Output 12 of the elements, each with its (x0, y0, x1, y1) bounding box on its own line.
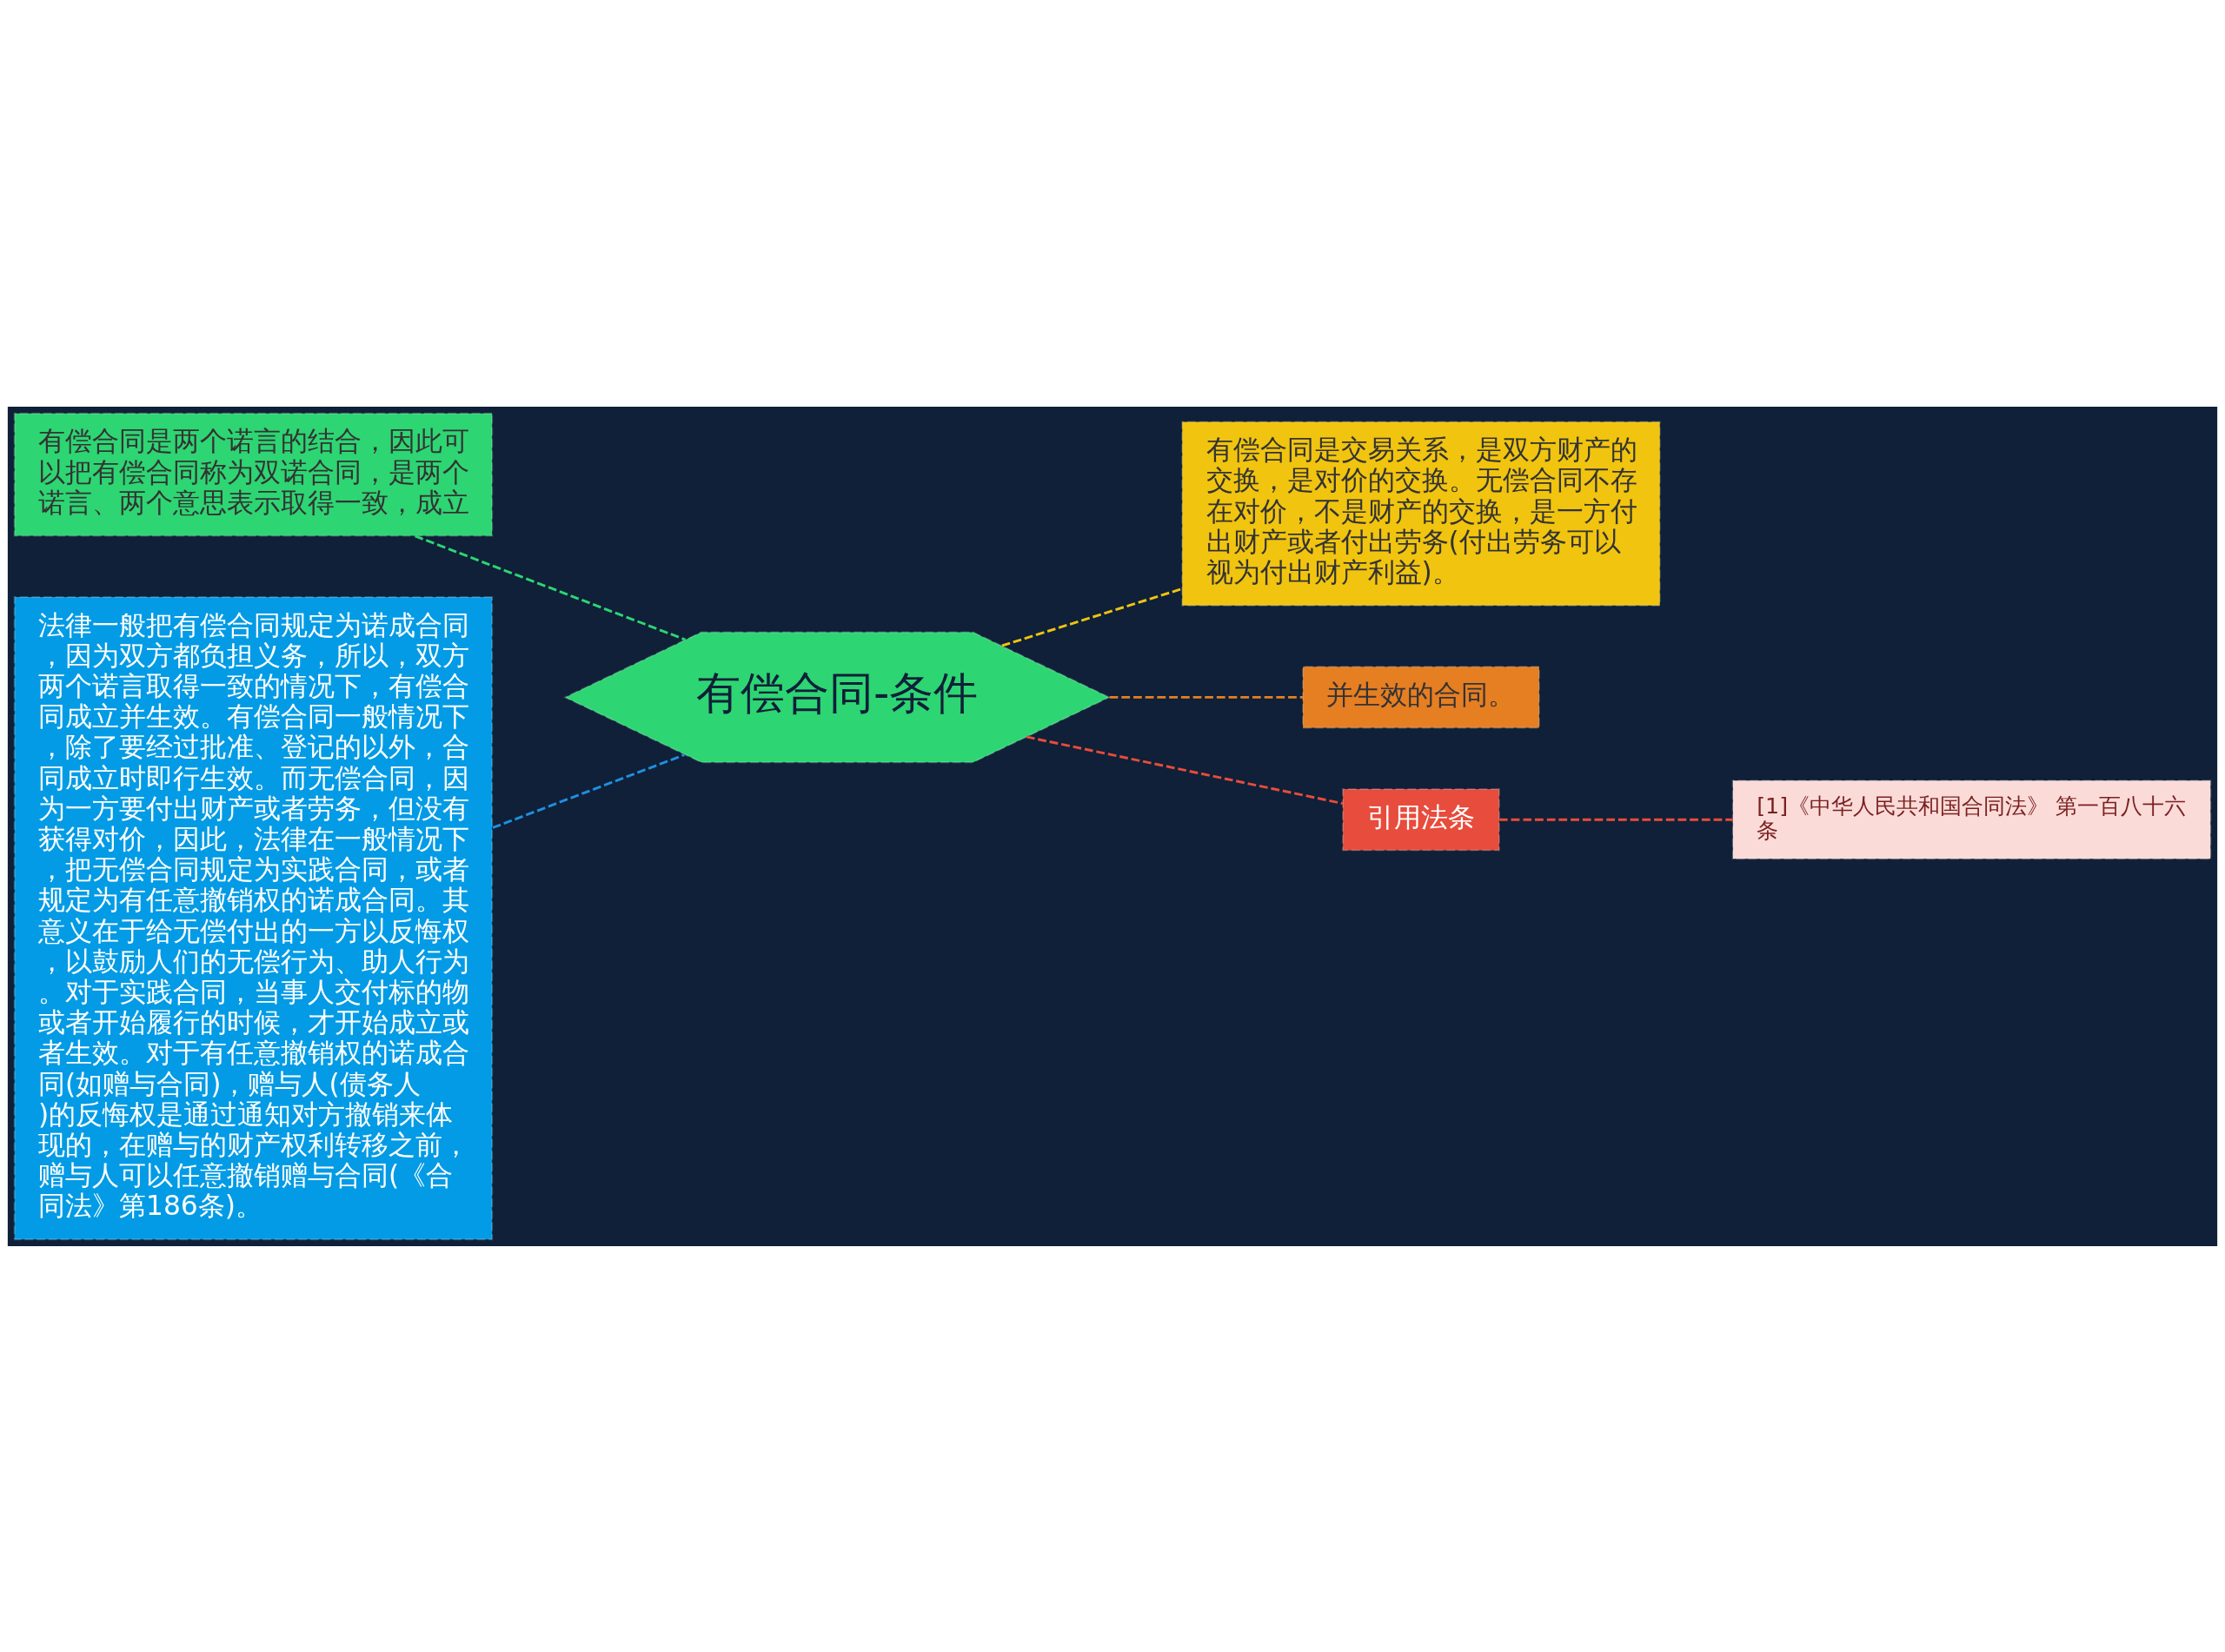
connector (1026, 734, 1344, 805)
connector (492, 753, 686, 829)
connector (415, 534, 687, 640)
node-box: 法律一般把有偿合同规定为诺成合同，因为双方都负担义务，所以，双方两个诺言取得一致的情况下，有偿合同成立并生效。有偿合同一般情况下，除了要经过批准、登记的以外，合同成立时即行生效。而无偿合同，因为一方要付出财产或者劳务，但没有获得对价，因此，法律在一般情况下，把无偿合同规定为实践合同，或者规定为有任意撤销权的诺成合同。其意义在于给无偿付出的一方以反悔权，以鼓励人们的无偿行为、助人行为。对于实践合同，当事人交付标的物或者开始履行的时候，才开始成立或者生效。对于有任意撤销权的诺成合同(如赠与合同)，赠与人(债务人)的反悔权是通过通知对方撤销来体现的，在赠与的财产权利转移之前，赠与人可以任意撤销赠与合同(《合同法》第186条)。 (13, 595, 494, 1240)
node-box: 并生效的合同。 (1302, 665, 1540, 729)
connector (1499, 818, 1733, 821)
node-box: [1]《中华人民共和国合同法》 第一百八十六条 (1731, 779, 2212, 859)
node-box: 有偿合同是两个诺言的结合，因此可以把有偿合同称为双诺合同，是两个诺言、两个意思表示取得一致，成立 (13, 412, 494, 537)
node-box: 有偿合同是交易关系，是双方财产的交换，是对价的交换。无偿合同不存在对价，不是财产的交换，是一方付出财产或者付出劳务(付出劳务可以视为付出财产利益)。 (1181, 421, 1661, 607)
node-box: 引用法条 (1342, 787, 1500, 851)
connector (1109, 695, 1303, 699)
connector (1001, 587, 1183, 647)
